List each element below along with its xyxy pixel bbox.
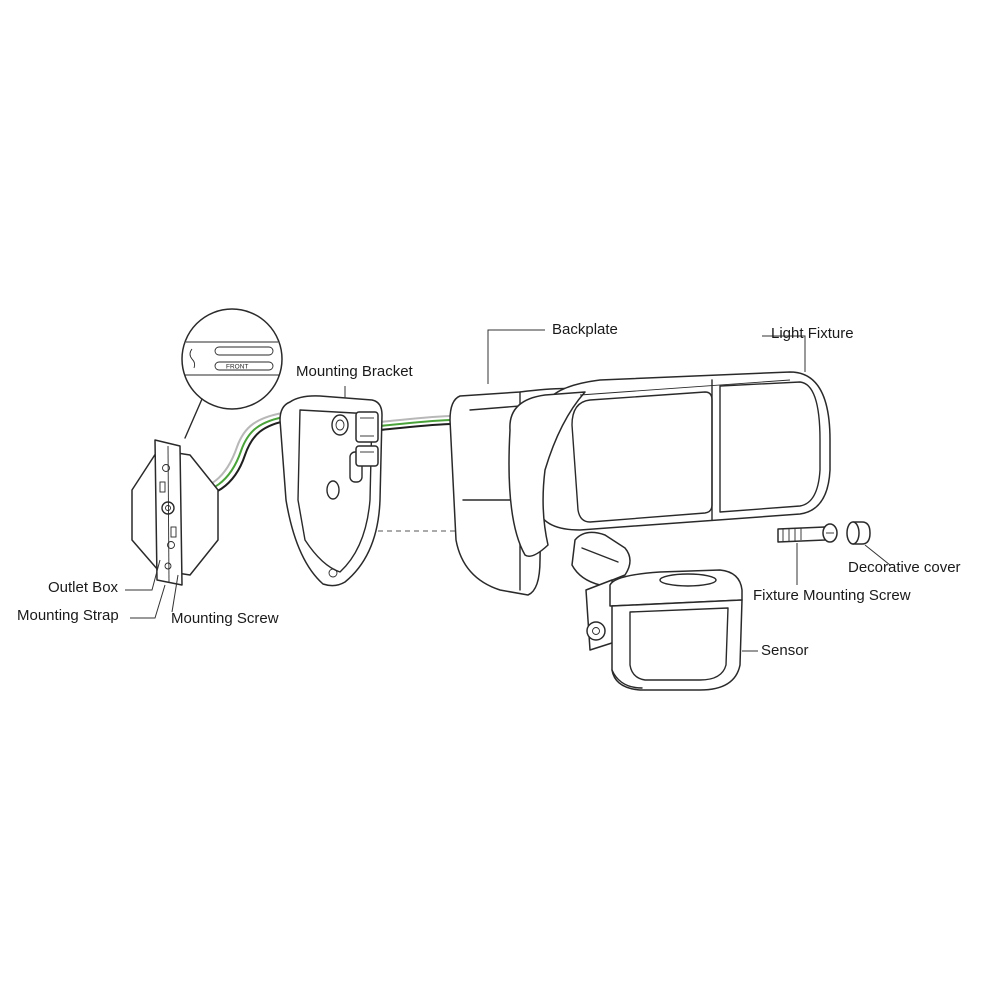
label-backplate: Backplate	[552, 321, 618, 338]
outlet-box	[131, 439, 219, 586]
label-mounting-strap: Mounting Strap	[17, 607, 119, 624]
label-sensor: Sensor	[761, 642, 809, 659]
label-decorative-cover: Decorative cover	[848, 559, 961, 576]
fixture-mounting-screw	[777, 523, 838, 543]
light-fixture	[508, 371, 831, 557]
sensor-arm	[571, 531, 631, 651]
label-fixture-mounting-screw: Fixture Mounting Screw	[753, 587, 911, 604]
label-mounting-bracket: Mounting Bracket	[296, 363, 413, 380]
strap-detail-inset: FRONT	[181, 308, 283, 439]
label-mounting-screw: Mounting Screw	[171, 610, 279, 627]
label-outlet-box: Outlet Box	[48, 579, 119, 596]
leader-lines	[125, 329, 891, 652]
decorative-cover	[846, 521, 871, 545]
label-light-fixture: Light Fixture	[771, 325, 854, 342]
front-stamp: FRONT	[226, 364, 248, 371]
mounting-bracket	[279, 395, 383, 587]
sensor	[609, 569, 743, 691]
